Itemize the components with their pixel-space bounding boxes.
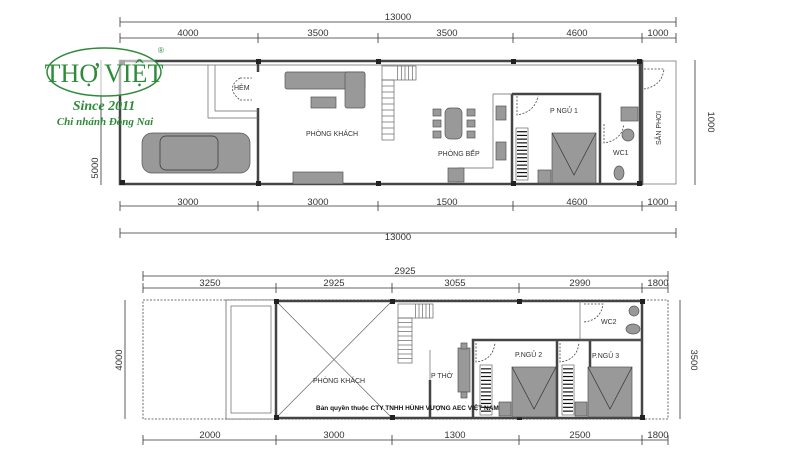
- dim-ticks: [119, 17, 677, 238]
- dim-ticks: [142, 271, 669, 445]
- fridge-icon: [447, 167, 465, 183]
- wardrobe-icon: [515, 127, 529, 181]
- dim-bottom: 4600: [566, 197, 587, 208]
- dim-overall-top: 2925: [394, 266, 415, 277]
- room-label-kitchen: PHÒNG BẾP: [438, 148, 480, 158]
- stair-landing: [381, 65, 417, 81]
- room-label-yard: SÂN PHƠI: [654, 111, 663, 145]
- dim-overall-bottom: 13000: [385, 232, 411, 243]
- door-swings: [475, 303, 604, 363]
- copyright-text: Bản quyền thuộc CTY TNHH HÙNH VƯỢNG AEC …: [316, 403, 499, 412]
- bed-icon: [574, 366, 633, 418]
- dim-top: 3500: [307, 28, 328, 39]
- bed-icon: [498, 366, 557, 418]
- altar-icon: [457, 342, 471, 399]
- void-cross: [275, 300, 393, 419]
- dim-top: 1000: [647, 28, 668, 39]
- room-label-wc1: WC1: [613, 150, 629, 157]
- toilet-icon: [625, 323, 641, 335]
- dim-overall-top: 13000: [385, 12, 411, 23]
- room-label-bedroom1: P NGỦ 1: [550, 106, 578, 115]
- dim-bottom: 3000: [323, 430, 344, 441]
- basin-icon: [621, 128, 635, 142]
- dim-bottom: 1500: [436, 197, 457, 208]
- room-label-bedroom2: P.NGỦ 2: [515, 350, 542, 359]
- wardrobe-frame: [479, 364, 493, 416]
- dim-left: 5000: [90, 157, 101, 178]
- logo-brand: THỢ VIỆT: [45, 59, 164, 88]
- logo-ellipse: [46, 47, 162, 97]
- wardrobe-frame: [515, 127, 529, 181]
- interior-walls: [120, 61, 642, 184]
- logo-since: Since 2011: [73, 99, 136, 114]
- dim-left: 4000: [114, 349, 125, 370]
- logo-branch: Chi nhánh Đồng Nai: [57, 116, 154, 128]
- registered-mark: ®: [158, 46, 164, 55]
- toilet-icon: [613, 165, 625, 181]
- dining-table-icon: [432, 107, 476, 140]
- dim-top: 3055: [444, 278, 465, 289]
- stairs-icon: [381, 65, 417, 141]
- stove-icon: [495, 105, 507, 121]
- bed-icon: [537, 132, 597, 184]
- room-label-living: PHÒNG KHÁCH: [313, 376, 365, 385]
- dim-bottom: 1300: [444, 430, 465, 441]
- plan-upper-floor: 2925 3250 2925 3055 2990 1800 2000 3000 …: [114, 266, 699, 445]
- dim-right: 3500: [688, 349, 699, 370]
- stairs-icon: [397, 303, 434, 364]
- dim-right: 1000: [705, 111, 716, 132]
- dim-bottom: 3000: [177, 197, 198, 208]
- basin-icon: [628, 305, 640, 317]
- dim-top: 1800: [647, 278, 668, 289]
- wardrobe-icon: [479, 364, 493, 416]
- door-swings: [232, 68, 665, 144]
- tho-viet-logo: THỢ VIỆT ® Since 2011 Chi nhánh Đồng Nai: [45, 46, 164, 128]
- dim-top: 2925: [323, 278, 344, 289]
- dim-top: 2990: [569, 278, 590, 289]
- car-icon: [141, 132, 251, 174]
- sink-icon: [495, 141, 507, 161]
- dim-bottom: 2500: [569, 430, 590, 441]
- tv-cabinet: [292, 171, 344, 185]
- dim-bottom: 2000: [199, 430, 220, 441]
- dim-bottom: 1800: [647, 430, 668, 441]
- dim-bottom: 3000: [307, 197, 328, 208]
- room-label-living: PHÒNG KHÁCH: [306, 129, 358, 138]
- plan-ground-floor: 13000 4000 3500 3500 4600 1000 3000 3000…: [90, 12, 716, 243]
- columns: [274, 299, 645, 420]
- room-label-wc2: WC2: [601, 319, 617, 326]
- wardrobe-icon: [561, 364, 575, 416]
- wardrobe-frame: [561, 364, 575, 416]
- dim-top: 3250: [199, 278, 220, 289]
- dim-top: 3500: [436, 28, 457, 39]
- room-label-hen: HẺM: [234, 83, 250, 92]
- dim-top: 4000: [177, 28, 198, 39]
- balcony: [225, 299, 277, 420]
- washer-icon: [620, 106, 639, 122]
- sofa-icon: [284, 71, 366, 109]
- dim-bottom: 1000: [647, 197, 668, 208]
- dim-top: 4600: [566, 28, 587, 39]
- room-label-worship: P THỜ: [431, 371, 453, 380]
- room-label-bedroom3: P.NGỦ 3: [592, 351, 619, 360]
- yard-outline: [641, 60, 677, 185]
